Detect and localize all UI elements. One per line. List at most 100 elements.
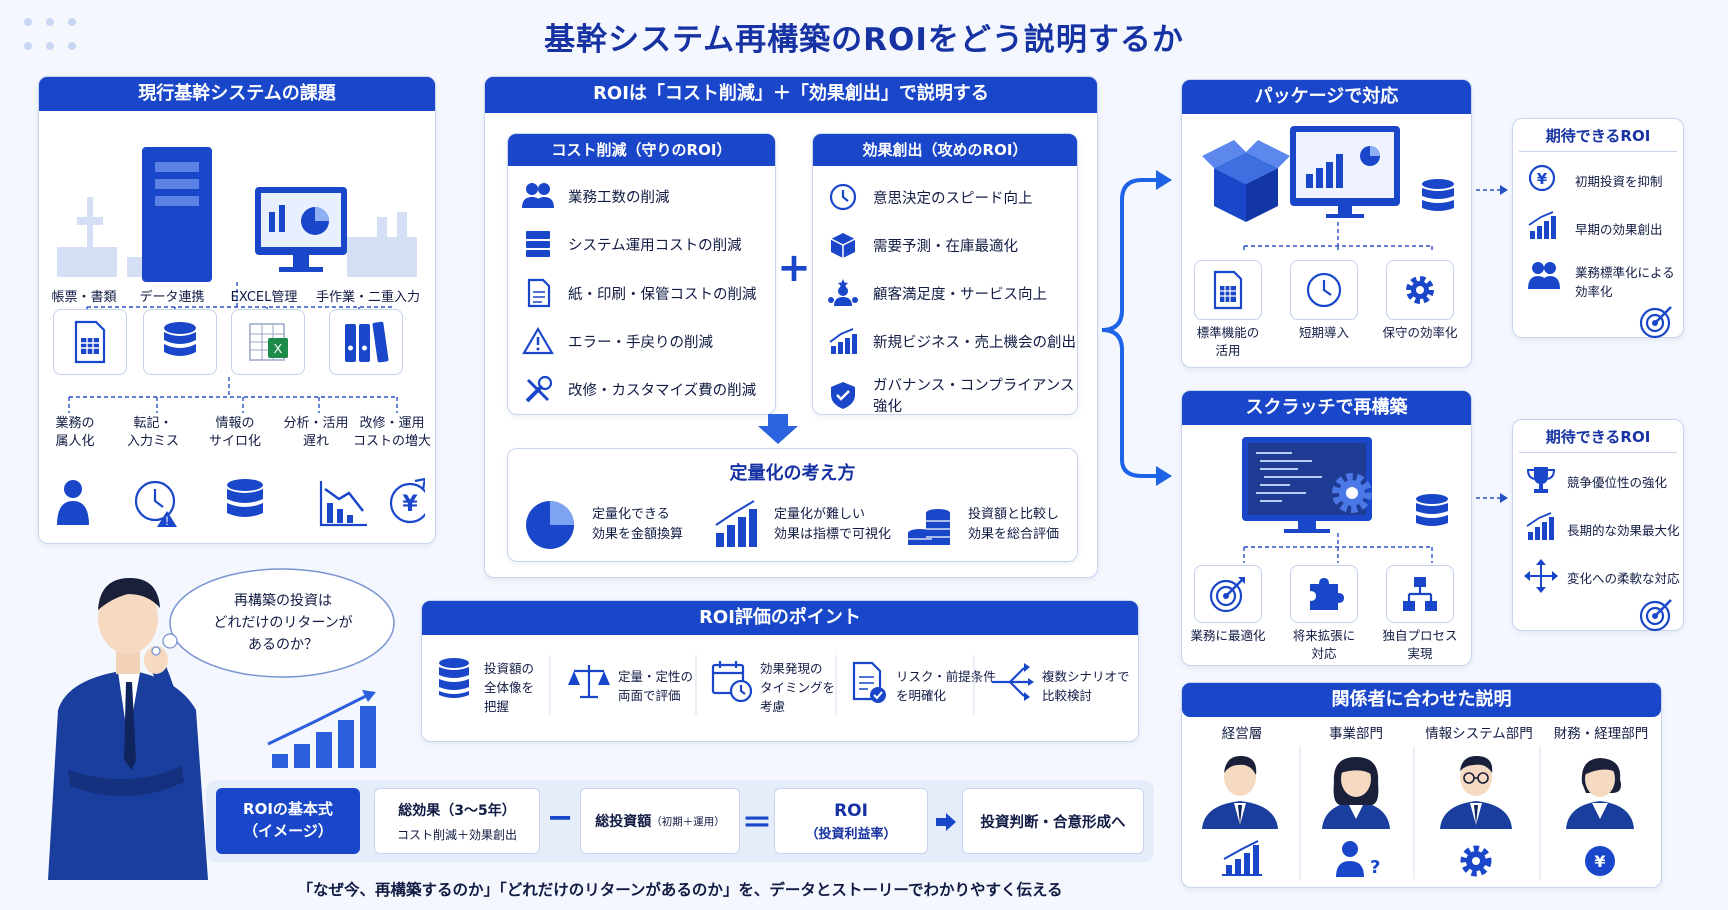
pkg-item-1: 短期導入	[1278, 324, 1370, 342]
effect-creation-box: 効果創出（攻めのROI） 意思決定のスピード向上 需要予測・在庫最適化 顧客満足…	[812, 133, 1078, 415]
warning-icon	[522, 326, 554, 355]
issue-bottom-0: 業務の属人化	[39, 415, 111, 451]
issues-header: 現行基幹システムの課題	[39, 77, 435, 111]
svg-text:!: !	[165, 514, 168, 528]
people-icon	[522, 183, 554, 208]
gear-icon	[1460, 845, 1492, 877]
yen-icon: ¥	[1528, 164, 1556, 192]
effect-item-3: 新規ビジネス・売上機会の創出	[827, 326, 1076, 356]
package-card: パッケージで対応 標準機能の活用 短期導入 保守の効率化	[1181, 79, 1472, 368]
scr-item-2-l2: 実現	[1407, 646, 1433, 661]
roi-points-header: ROI評価のポイント	[422, 601, 1138, 635]
quant-item-2: 投資額と比較し効果を総合評価	[968, 505, 1059, 545]
issue-bottom-0-l2: 属人化	[55, 434, 95, 449]
scr-item-1: 将来拡張に対応	[1278, 627, 1370, 663]
package-header: パッケージで対応	[1182, 80, 1471, 114]
speech-bubble	[151, 568, 395, 678]
effect-creation-header: 効果創出（攻めのROI）	[813, 134, 1077, 166]
gear-icon	[1406, 276, 1434, 304]
quant-item-0: 定量化できる効果を金額換算	[592, 505, 683, 545]
stakeholder-illustrations: ? ¥	[1202, 747, 1634, 879]
quant-item-1: 定量化が難しい効果は指標で可視化	[774, 505, 891, 545]
cost-item-3-label: エラー・手戻りの削減	[568, 334, 713, 351]
point-0-l3: 把握	[484, 699, 510, 714]
formula-result: 投資判断・合意形成へ	[962, 788, 1144, 854]
right-arrow-icon	[936, 813, 956, 831]
wrench-screwdriver-icon	[525, 375, 553, 403]
point-0-l1: 投資額の	[484, 661, 535, 676]
scale-balance-icon	[568, 665, 610, 699]
people-icon	[1528, 262, 1560, 289]
effect-item-1: 需要予測・在庫最適化	[827, 230, 1018, 260]
roi-pkg-item-0: 初期投資を抑制	[1575, 174, 1663, 189]
pkg-item-box-0	[1194, 260, 1262, 320]
issue-bottom-2: 情報のサイロ化	[195, 415, 275, 451]
database-icon	[164, 322, 196, 356]
scr-item-2-l1: 独自プロセス	[1382, 628, 1458, 643]
shield-check-icon	[831, 382, 855, 409]
point-3-l2: を明確化	[896, 688, 947, 703]
cost-reduction-header: コスト削減（守りのROI）	[508, 134, 775, 166]
expected-roi-scratch-card: 期待できるROI 競争優位性の強化 長期的な効果最大化 変化への柔軟な対応	[1512, 419, 1684, 632]
spreadsheet-icon: X	[249, 323, 288, 361]
formula-label-l2: （イメージ）	[243, 822, 333, 840]
package-illustration	[1202, 126, 1454, 252]
point-0: 投資額の全体像を把握	[484, 659, 534, 716]
svg-text:¥: ¥	[1594, 852, 1605, 871]
pkg-item-2-l1: 保守の効率化	[1382, 325, 1458, 340]
scr-item-box-2	[1386, 565, 1454, 623]
binders-icon	[345, 321, 389, 363]
expected-roi-scratch-title: 期待できるROI	[1545, 428, 1651, 446]
stakeholder-2: 情報システム部門	[1425, 726, 1533, 742]
cost-item-4-label: 改修・カスタマイズ費の削減	[568, 382, 757, 399]
pkg-item-0-l2: 活用	[1215, 343, 1241, 358]
yen-circle-icon: ¥	[389, 477, 425, 524]
quant-item-0-l2: 効果を金額換算	[592, 527, 684, 542]
effect-item-2-label: 顧客満足度・サービス向上	[873, 286, 1047, 303]
issue-bottom-1: 転記・入力ミス	[113, 415, 193, 451]
growth-chart-icon	[1528, 211, 1556, 239]
issue-bottom-3-l1: 分析・活用	[283, 416, 349, 431]
page-title: 基幹システム再構築のROIをどう説明するか	[544, 22, 1184, 58]
bubble-line-0: 再構築の投資は	[234, 593, 332, 609]
rising-bars-illustration	[267, 690, 376, 768]
expand-arrows-icon	[1524, 559, 1558, 593]
issue-bottom-4-l1: 改修・運用	[359, 416, 425, 431]
expected-roi-package-title: 期待できるROI	[1545, 127, 1651, 145]
cost-item-2-label: 紙・印刷・保管コストの削減	[568, 286, 757, 303]
pkg-item-2: 保守の効率化	[1368, 324, 1472, 342]
down-arrow-icon	[758, 414, 798, 444]
effect-item-0-label: 意思決定のスピード向上	[873, 190, 1033, 207]
issue-bottom-icons: ! ¥	[57, 477, 425, 528]
roi-pkg-item-2-l2: 効率化	[1575, 284, 1613, 299]
bubble-line-1: どれだけのリターンが	[213, 615, 353, 631]
business-woman-avatar	[1322, 757, 1390, 829]
quant-item-1-l1: 定量化が難しい	[774, 507, 866, 522]
point-2-l3: 考慮	[760, 699, 786, 714]
cost-item-1: システム運用コストの削減	[522, 230, 742, 258]
bar-chart-up-icon	[715, 500, 757, 547]
point-4-l2: 比較検討	[1042, 688, 1093, 703]
trophy-icon	[1526, 467, 1556, 493]
server-icon	[526, 231, 550, 257]
effect-item-0: 意思決定のスピード向上	[827, 182, 1033, 212]
bubble-line-2: あるのか？	[248, 637, 318, 653]
issue-top-label-1: データ連携	[139, 290, 205, 305]
branch-brace-arrows	[1101, 170, 1172, 486]
scr-item-2: 独自プロセス実現	[1370, 627, 1470, 663]
spreadsheet-doc-icon	[1213, 270, 1243, 310]
issue-bottom-2-l1: 情報の	[215, 416, 255, 431]
issue-box-manual	[329, 309, 403, 375]
scr-item-1-l1: 将来拡張に	[1292, 628, 1356, 643]
target-icon	[1639, 599, 1672, 632]
formula-result-label: 投資判断・合意形成へ	[980, 814, 1126, 831]
issue-bottom-1-l2: 入力ミス	[126, 434, 179, 449]
roi-points-card: ROI評価のポイント 投資額の全体像を把握 定量・定性の両面で評価 効果発現のタ…	[421, 600, 1139, 742]
puzzle-icon	[1310, 578, 1344, 610]
issue-bottom-2-l2: サイロ化	[208, 434, 261, 449]
roi-scr-item-2: 変化への柔軟な対応	[1567, 571, 1680, 586]
plus-sign: +	[777, 245, 811, 291]
finance-woman-avatar	[1566, 758, 1634, 829]
effect-item-4: ガバナンス・コンプライアンス強化	[827, 374, 1077, 416]
clock-warning-icon: !	[134, 480, 177, 528]
